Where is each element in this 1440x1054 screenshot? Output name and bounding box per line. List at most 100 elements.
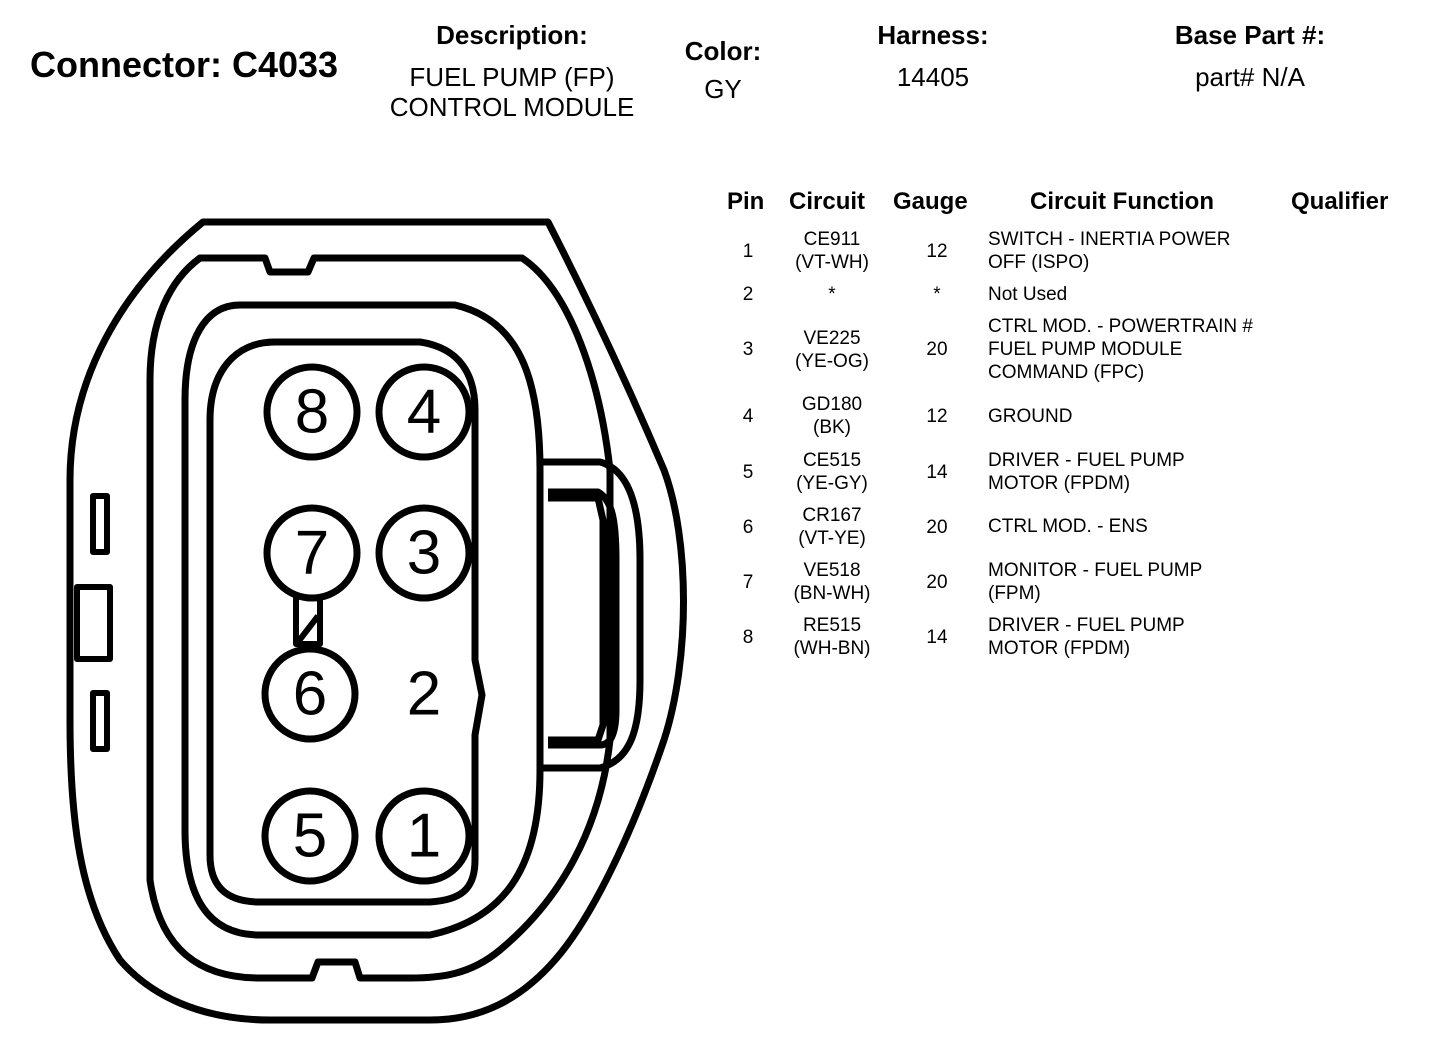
left-key-bottom (90, 690, 110, 752)
pin-cell: 3 (742, 339, 754, 360)
pin-cell: 1 (742, 241, 754, 262)
pin-4-label: 4 (407, 378, 441, 447)
column-header-qualifier: Qualifier (1291, 188, 1389, 215)
harness-block: Harness: 14405 (833, 20, 1033, 92)
circuit-color: (WH-BN) (793, 638, 871, 659)
column-header-circuit: Circuit (789, 188, 866, 215)
gauge-cell: 20 (926, 339, 948, 360)
latch-tab (548, 494, 607, 744)
column-header-gauge: Gauge (893, 188, 968, 215)
function-line: OFF (ISPO) (988, 252, 1090, 273)
function-line: CTRL MOD. - POWERTRAIN # (988, 316, 1253, 337)
gauge-cell: 20 (926, 517, 948, 538)
circuit-cell: * (776, 283, 888, 306)
base-part-value: part# N/A (1195, 62, 1305, 92)
connector-outer-shell (66, 218, 687, 1024)
gauge-cell: 14 (926, 462, 948, 483)
pin-3-circle (375, 504, 473, 602)
gauge-cell: 12 (926, 406, 948, 427)
description-line-2: CONTROL MODULE (389, 92, 635, 122)
pin-cell: 4 (742, 406, 754, 427)
color-block: Color: GY (660, 36, 786, 104)
circuit-code: * (828, 284, 836, 305)
base-part-block: Base Part #: part# N/A (1120, 20, 1380, 92)
pin-cell: 7 (742, 572, 754, 593)
pin-2-label: 2 (407, 660, 441, 729)
pin-7-label: 7 (295, 519, 329, 588)
function-line: DRIVER - FUEL PUMP (988, 450, 1185, 471)
circuit-cell: RE515 (WH-BN) (776, 614, 888, 660)
function-line: GROUND (988, 406, 1073, 427)
gauge-cell: * (933, 284, 941, 305)
color-label: Color: (684, 36, 762, 66)
pin-8-label: 8 (295, 378, 329, 447)
function-cell: GROUND (988, 405, 1298, 428)
pin-cell: 6 (742, 517, 754, 538)
circuit-color: (BK) (813, 417, 851, 438)
function-line: MOTOR (FPDM) (988, 638, 1131, 659)
circuit-code: CR167 (802, 505, 862, 526)
description-line-1: FUEL PUMP (FP) (409, 62, 615, 92)
circuit-color: (BN-WH) (793, 583, 871, 604)
pin-6-circle (261, 645, 359, 743)
circuit-color: (YE-GY) (796, 473, 868, 494)
function-line: FUEL PUMP MODULE (988, 339, 1183, 360)
function-line: DRIVER - FUEL PUMP (988, 615, 1185, 636)
description-block: Description: FUEL PUMP (FP) CONTROL MODU… (362, 20, 662, 122)
description-label: Description: (436, 20, 588, 50)
function-line: Not Used (988, 284, 1068, 305)
gauge-cell: 20 (926, 572, 948, 593)
connector-title: Connector: C4033 (30, 44, 339, 85)
function-line: MONITOR - FUEL PUMP (988, 560, 1203, 581)
pin-cell: 5 (742, 462, 754, 483)
connector-face-diagram: 8 4 7 3 6 2 5 1 (66, 218, 687, 1024)
pin-1-label: 1 (407, 802, 441, 871)
column-header-circuit-function: Circuit Function (1030, 188, 1214, 215)
function-cell: DRIVER - FUEL PUMP MOTOR (FPDM) (988, 449, 1298, 495)
circuit-cell: CR167 (VT-YE) (776, 504, 888, 550)
pin-grid: 8 4 7 3 6 2 5 1 (261, 363, 473, 885)
pin-link-diagonal (295, 614, 321, 644)
function-cell: CTRL MOD. - POWERTRAIN # FUEL PUMP MODUL… (988, 315, 1298, 384)
color-value: GY (704, 74, 742, 104)
function-line: MOTOR (FPDM) (988, 473, 1131, 494)
latch-outer (540, 458, 644, 772)
pin-4-circle (375, 363, 473, 461)
circuit-code: CE515 (802, 450, 862, 471)
circuit-code: VE225 (803, 328, 861, 349)
left-key-middle (74, 584, 113, 662)
harness-value: 14405 (896, 62, 970, 92)
left-key-top (90, 493, 110, 555)
circuit-code: RE515 (802, 615, 862, 636)
pin-6-label: 6 (293, 660, 327, 729)
pin-5-label: 5 (293, 802, 327, 871)
circuit-color: (YE-OG) (795, 351, 869, 372)
pin-cell: 8 (742, 627, 754, 648)
pin-cavity (206, 338, 486, 906)
base-part-label: Base Part #: (1174, 20, 1326, 50)
harness-label: Harness: (877, 20, 989, 50)
latch-inner (548, 488, 620, 749)
circuit-cell: CE515 (YE-GY) (776, 449, 888, 495)
gauge-cell: 12 (926, 241, 948, 262)
circuit-cell: CE911 (VT-WH) (776, 228, 888, 274)
pin-1-circle (375, 787, 473, 885)
connector-inner-shell (146, 254, 614, 982)
circuit-code: VE518 (803, 560, 861, 581)
function-line: (FPM) (988, 583, 1041, 604)
function-cell: MONITOR - FUEL PUMP (FPM) (988, 559, 1298, 605)
function-cell: CTRL MOD. - ENS (988, 515, 1298, 538)
circuit-cell: GD180 (BK) (776, 393, 888, 439)
function-cell: DRIVER - FUEL PUMP MOTOR (FPDM) (988, 614, 1298, 660)
gauge-cell: 14 (926, 627, 948, 648)
function-line: COMMAND (FPC) (988, 362, 1145, 383)
circuit-color: (VT-WH) (795, 252, 869, 273)
function-line: CTRL MOD. - ENS (988, 516, 1148, 537)
pin-cell: 2 (742, 284, 754, 305)
function-cell: SWITCH - INERTIA POWER OFF (ISPO) (988, 228, 1298, 274)
circuit-code: CE911 (803, 229, 861, 250)
circuit-cell: VE225 (YE-OG) (776, 327, 888, 373)
pin-5-circle (261, 787, 359, 885)
pin-3-label: 3 (407, 519, 441, 588)
connector-housing-ring (181, 301, 544, 939)
